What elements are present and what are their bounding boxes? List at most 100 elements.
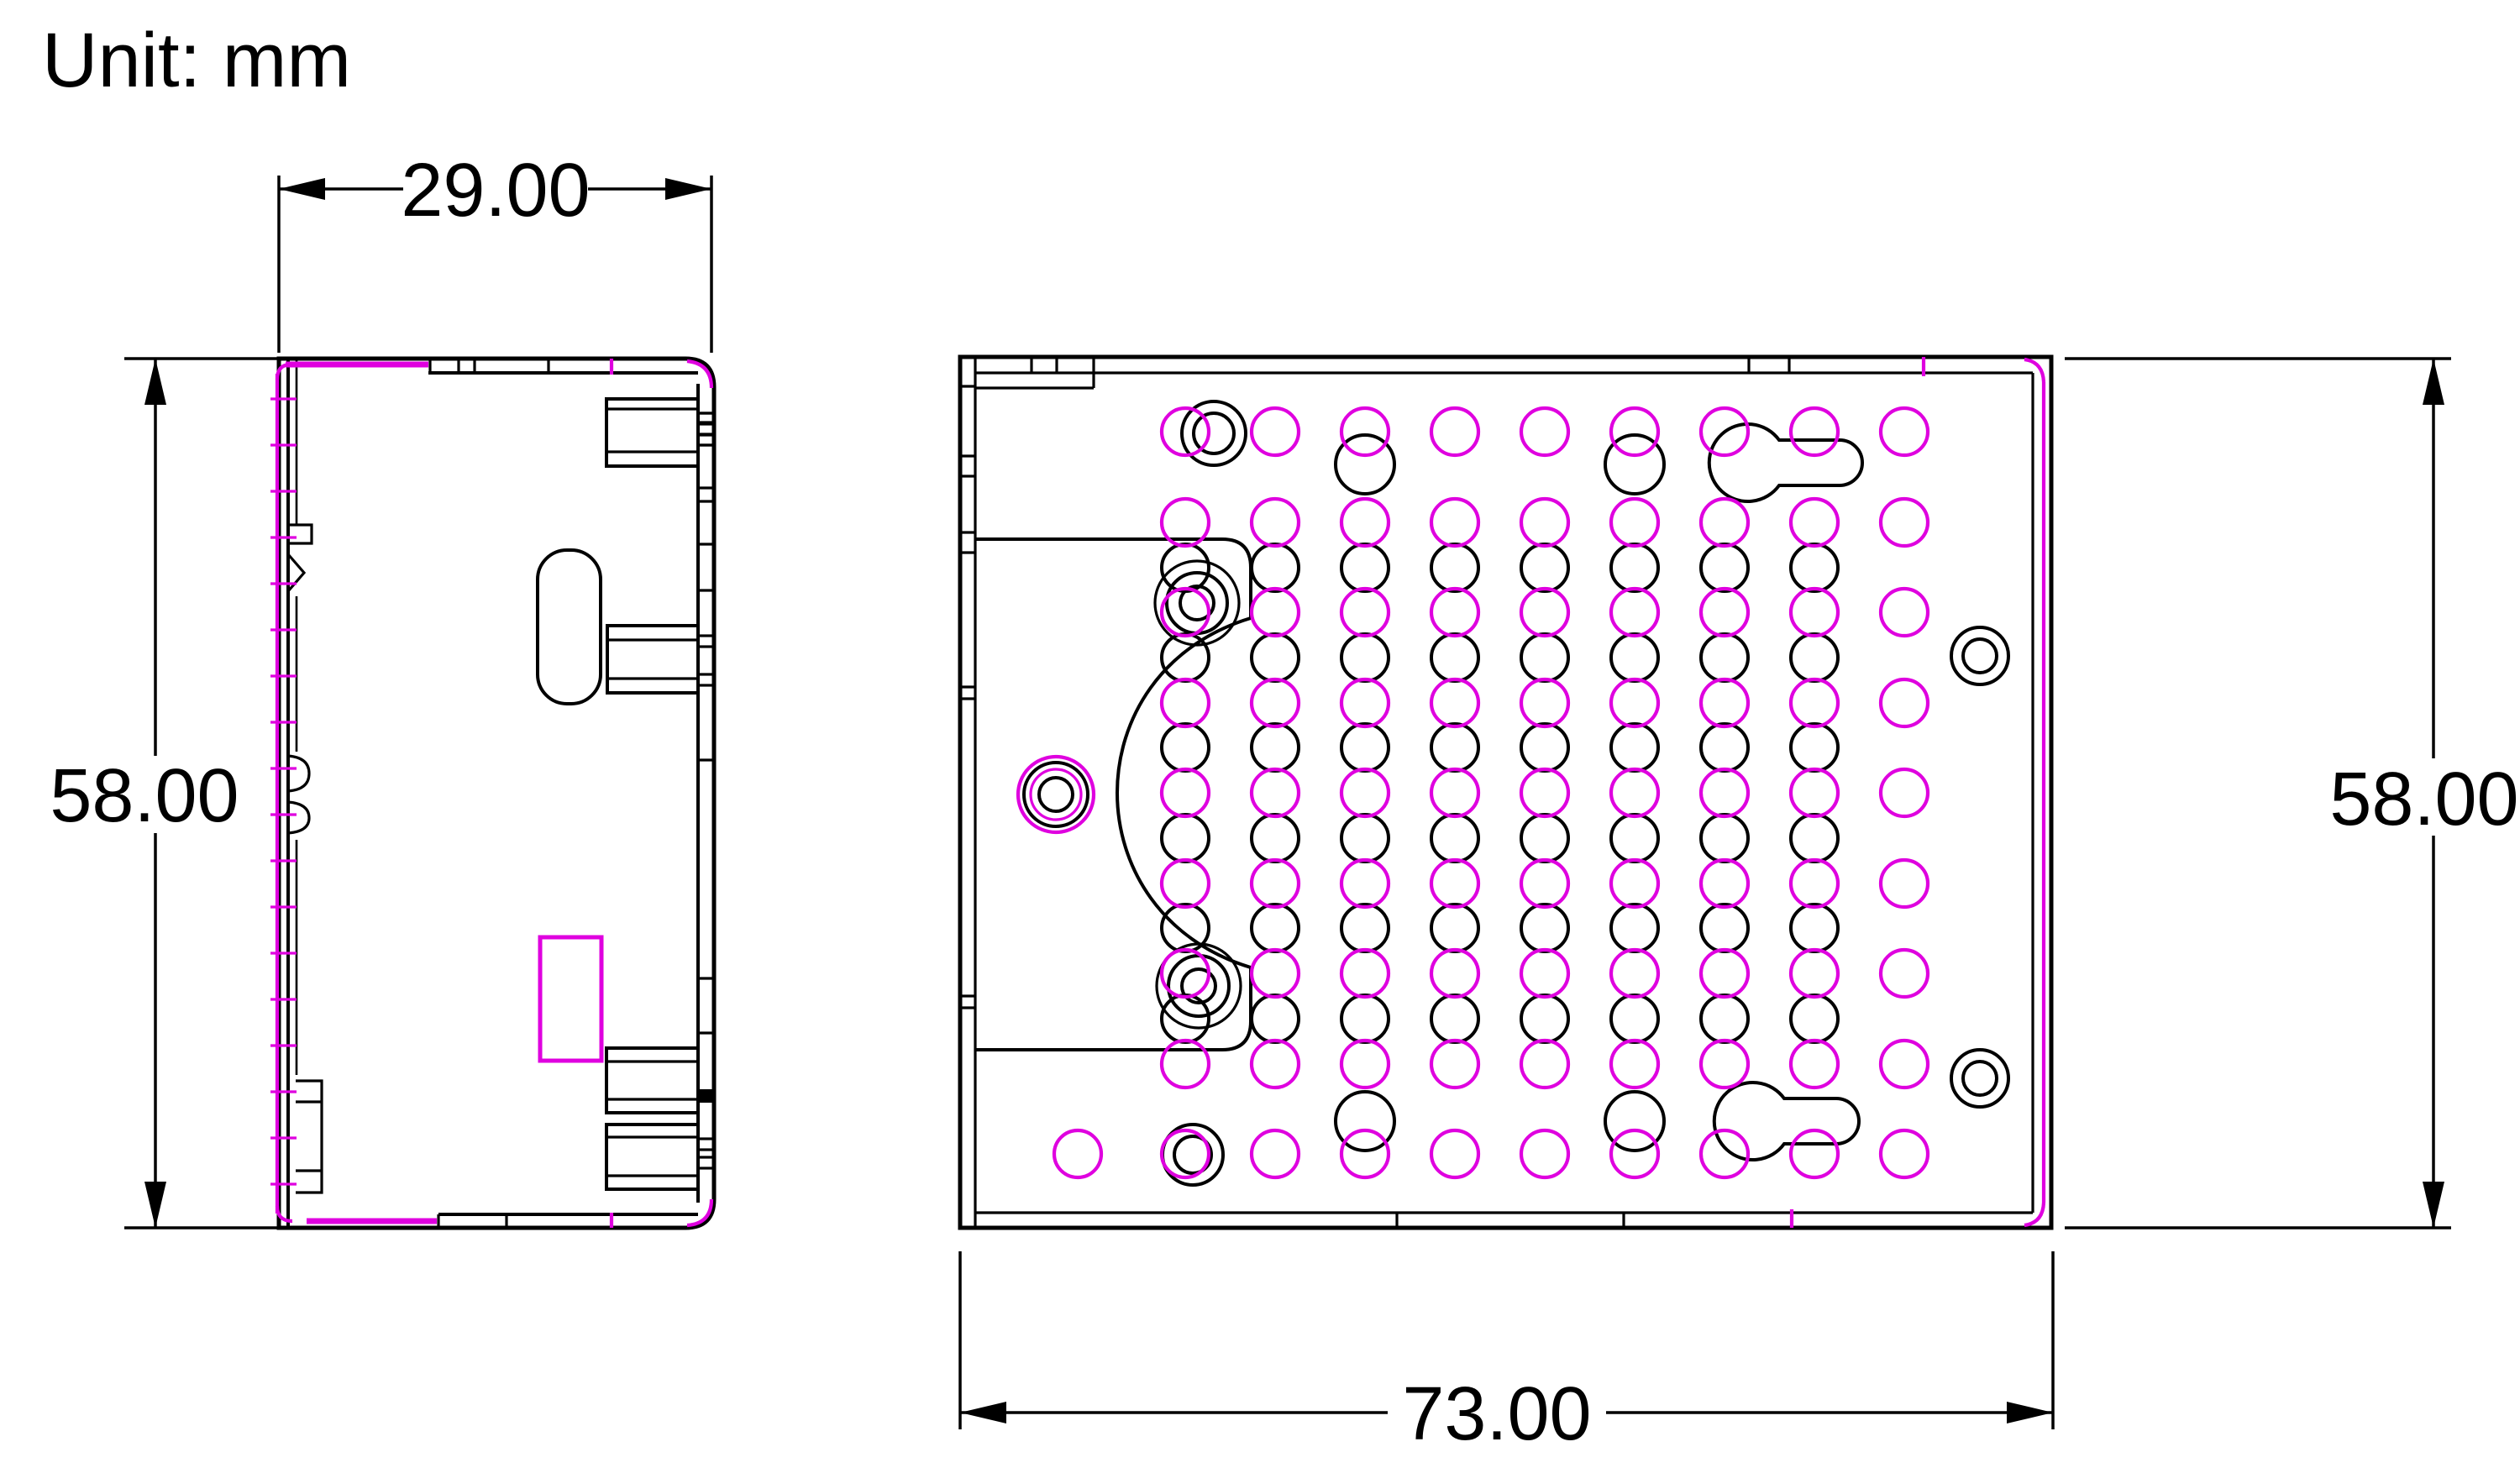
vent-hole [1878, 857, 1930, 910]
vent-hole-black [1520, 632, 1570, 683]
back-seal-ticks [1789, 357, 1926, 1228]
vent-hole [1609, 857, 1661, 910]
vent-hole [1788, 857, 1840, 910]
vent-hole [1339, 677, 1391, 729]
vent-hole [1878, 496, 1930, 548]
vent-hole [1159, 586, 1211, 638]
vent-hole-black [1340, 994, 1390, 1044]
vent-hole-black [1699, 632, 1750, 683]
back-bottom-ticks [1395, 1213, 1625, 1228]
center-boss-ring [1022, 761, 1089, 828]
vent-hole [1788, 406, 1840, 458]
vent-hole-extra [1052, 1128, 1104, 1180]
vent-hole [1519, 496, 1571, 548]
vent-hole-black [1520, 722, 1570, 773]
vent-hole [1609, 1038, 1661, 1090]
vent-hole-black [1699, 903, 1750, 953]
back-outline [958, 354, 2054, 1230]
vent-hole [1339, 1128, 1391, 1180]
vent-hole-black [1340, 632, 1390, 683]
vent-hole-black [1250, 632, 1300, 683]
side-gasket-ticks [270, 397, 297, 1186]
vent-hole-black [1609, 903, 1660, 953]
vent-hole [1788, 767, 1840, 819]
side-connector-bottom-2-body [605, 1123, 700, 1191]
dim-73-arrow-left [960, 1402, 1006, 1423]
vent-hole-black [1430, 994, 1480, 1044]
dim-58R-arrow-bottom [2423, 1182, 2444, 1228]
vent-hole [1878, 1128, 1930, 1180]
vent-hole-black [1609, 632, 1660, 683]
vent-hole-black [1699, 813, 1750, 863]
vent-hole [1159, 406, 1211, 458]
vent-hole [1788, 586, 1840, 638]
vent-hole [1698, 857, 1751, 910]
vent-hole [1788, 677, 1840, 729]
side-connector-bottom-1-body [605, 1046, 700, 1114]
side-connector-bottom-2-lines [606, 1135, 698, 1177]
unit-label: Unit: mm [42, 18, 351, 103]
vent-hole [1519, 586, 1571, 638]
vent-hole-black [1340, 903, 1390, 953]
vent-hole [1429, 947, 1481, 999]
vent-hole-black [1789, 994, 1840, 1044]
vent-hole [1609, 767, 1661, 819]
vent-hole-black [1699, 994, 1750, 1044]
side-bottom-ticks [437, 1214, 508, 1228]
vent-hole [1249, 406, 1301, 458]
vent-hole [1339, 406, 1391, 458]
dim-29-arrow-right [665, 178, 711, 200]
side-connector-top-body [605, 397, 700, 468]
arc-pad-top [1153, 559, 1241, 647]
vent-hole-black [1789, 722, 1840, 773]
vent-hole [1159, 947, 1211, 999]
boss-right-upper-outer [1950, 626, 2010, 686]
vent-hole [1519, 767, 1571, 819]
vent-hole-black [1430, 813, 1480, 863]
dim-58L-arrow-bottom [144, 1182, 166, 1228]
vent-hole [1519, 1038, 1571, 1090]
vent-hole-black [1520, 903, 1570, 953]
side-connector-middle-lines [607, 638, 698, 680]
vent-hole [1159, 857, 1211, 910]
vent-hole [1788, 1128, 1840, 1180]
vent-hole-black [1160, 722, 1210, 773]
dim-58R-extension-lines [2065, 357, 2451, 1229]
side-connector-middle [606, 624, 716, 695]
vent-hole-black [1609, 994, 1660, 1044]
side-connector-top-tab-2 [696, 433, 716, 447]
vent-hole [1429, 767, 1481, 819]
dim-29-extension-lines [277, 176, 713, 353]
back-center-boss [1016, 754, 1096, 835]
vent-hole [1609, 496, 1661, 548]
vent-hole [1249, 1128, 1301, 1180]
vent-hole-large [1604, 433, 1666, 495]
vent-hole [1339, 586, 1391, 638]
vent-hole-black [1340, 813, 1390, 863]
vent-hole [1698, 496, 1751, 548]
side-gasket-corners [275, 359, 714, 1228]
dim-29-label: 29.00 [401, 149, 590, 233]
back-seal-corners [2024, 357, 2046, 1228]
vent-hole-black [1160, 632, 1210, 683]
vent-hole [1249, 586, 1301, 638]
vent-hole-large [1334, 433, 1396, 495]
arc-pad-bottom-hole [1180, 967, 1217, 1004]
back-inner-cover-outline [975, 537, 1252, 1051]
vent-hole [1878, 947, 1930, 999]
vent-hole [1429, 857, 1481, 910]
side-connector-bottom-2-tab-2 [696, 1156, 716, 1170]
dimension-height-right: 58.00 [2065, 357, 2519, 1229]
vent-hole [1159, 767, 1211, 819]
vent-hole [1609, 677, 1661, 729]
vent-hole-black [1699, 722, 1750, 773]
vent-hole [1249, 677, 1301, 729]
side-connector-bottom-2-tab-1 [696, 1137, 716, 1151]
vent-hole [1609, 586, 1661, 638]
vent-hole [1788, 1038, 1840, 1090]
dimension-side-width: 29.00 [277, 149, 713, 353]
vent-hole-grid [1052, 406, 1930, 1180]
side-connector-top [605, 397, 716, 468]
vent-hole-black [1250, 722, 1300, 773]
